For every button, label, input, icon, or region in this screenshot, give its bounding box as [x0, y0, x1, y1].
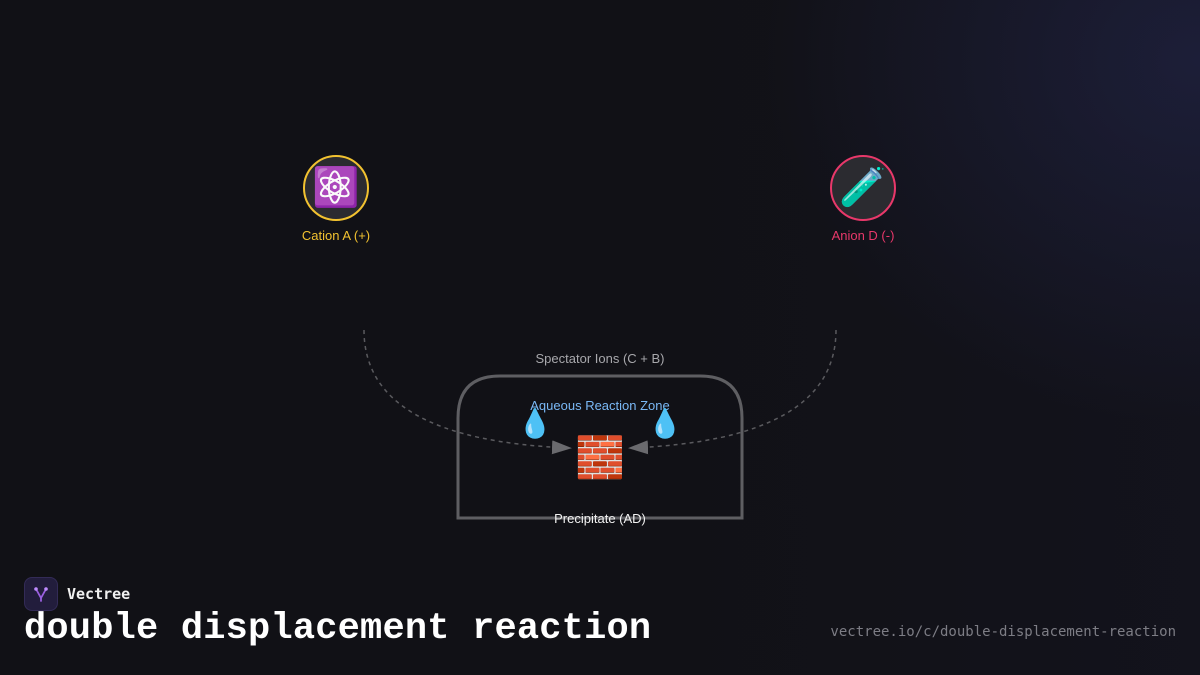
brand[interactable]: Vectree	[24, 577, 130, 611]
brand-name: Vectree	[67, 585, 131, 603]
droplet-icon: 💧	[517, 408, 553, 439]
atom-icon: ⚛️	[312, 167, 360, 209]
cation-node[interactable]: ⚛️	[303, 155, 369, 221]
cation-connector-path	[363, 329, 572, 455]
spectator-ions-label: Spectator Ions (C + B)	[535, 351, 665, 366]
anion-node[interactable]: 🧪	[830, 155, 896, 221]
brick-icon: 🧱	[575, 436, 625, 480]
vectree-logo-icon	[24, 577, 58, 611]
precipitate-label: Precipitate (AD)	[554, 511, 646, 526]
anion-connector-path	[628, 329, 837, 455]
droplet-icon: 💧	[647, 408, 683, 439]
page-title: double displacement reaction	[24, 608, 652, 650]
reaction-zone-label: Aqueous Reaction Zone	[530, 398, 670, 413]
anion-label: Anion D (-)	[831, 228, 895, 243]
page-url[interactable]: vectree.io/c/double-displacement-reactio…	[830, 624, 1176, 640]
cation-label: Cation A (+)	[301, 228, 371, 243]
reaction-zone-border	[456, 374, 744, 520]
test-tube-icon: 🧪	[839, 167, 887, 209]
